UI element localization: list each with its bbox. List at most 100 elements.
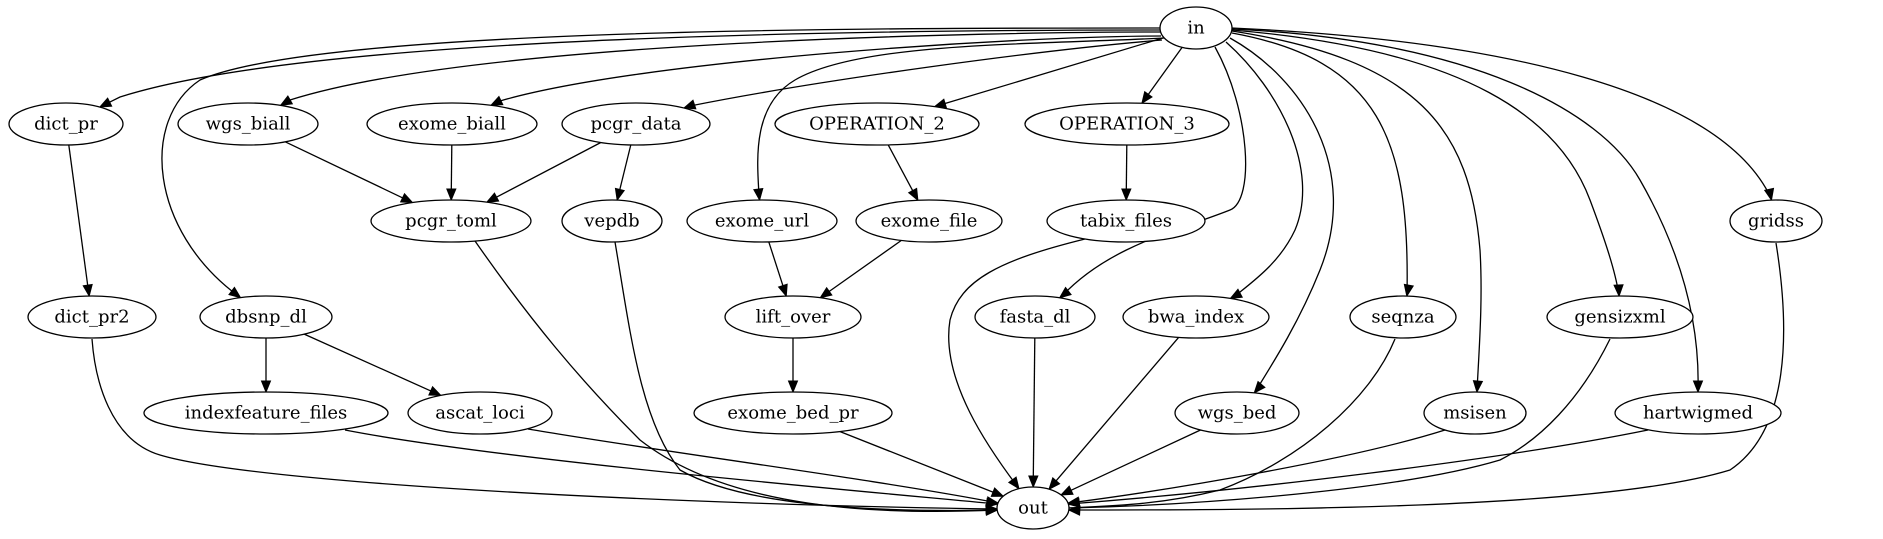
arrowhead	[489, 95, 504, 106]
arrowhead	[399, 192, 414, 204]
edge-indexfeature_files-to-out	[344, 429, 999, 509]
node-indexfeature-files[interactable]: indexfeature_files	[143, 391, 389, 435]
arrowhead	[753, 187, 764, 202]
edge-gensizxml-to-out	[1057, 338, 1611, 514]
arrowhead	[82, 283, 93, 298]
arrowhead	[990, 487, 1005, 497]
node-bwa-index[interactable]: bwa_index	[1122, 295, 1270, 339]
node-label: exome_bed_pr	[727, 403, 859, 424]
arrowhead	[1067, 505, 1081, 516]
arrowhead	[1141, 90, 1153, 105]
node-label: msisen	[1443, 403, 1507, 424]
node-lift-over[interactable]: lift_over	[724, 295, 862, 339]
node-msisen[interactable]: msisen	[1423, 391, 1527, 435]
edge-in-to-seqnza	[1231, 32, 1415, 298]
arrowhead	[1007, 476, 1020, 490]
node-label: exome_url	[715, 211, 810, 232]
node-label: fasta_dl	[1000, 307, 1071, 328]
node-dbsnp-dl[interactable]: dbsnp_dl	[199, 295, 333, 339]
node-label: dbsnp_dl	[225, 307, 307, 328]
node-exome-url[interactable]: exome_url	[686, 199, 838, 243]
node-label: OPERATION_3	[1059, 114, 1195, 135]
node-operation-2[interactable]: OPERATION_2	[774, 102, 980, 146]
node-fasta-dl[interactable]: fasta_dl	[974, 295, 1096, 339]
edge-line	[1147, 47, 1183, 96]
arrowhead	[98, 97, 113, 108]
edge-line	[839, 430, 995, 494]
edge-line	[1059, 338, 1611, 509]
node-shape	[1159, 6, 1233, 50]
node-out[interactable]: out	[996, 486, 1070, 530]
edge-line	[1068, 242, 1785, 512]
arrowhead	[985, 505, 999, 516]
arrowhead	[1229, 288, 1244, 300]
arrowhead	[614, 187, 626, 202]
node-in[interactable]: in	[1159, 6, 1233, 50]
node-shape	[27, 295, 157, 339]
edge-in-to-wgs_biall	[279, 31, 1161, 107]
edge-in-to-fasta_dl	[1058, 46, 1247, 299]
node-label: tabix_files	[1080, 211, 1172, 232]
edge-line	[1068, 429, 1649, 505]
node-shape	[693, 391, 893, 435]
node-pcgr-toml[interactable]: pcgr_toml	[370, 199, 532, 243]
node-dict-pr[interactable]: dict_pr	[8, 102, 124, 146]
arrowhead	[1058, 286, 1072, 299]
edge-line	[1055, 336, 1180, 483]
node-label: out	[1018, 498, 1048, 519]
node-dict-pr2[interactable]: dict_pr2	[27, 295, 157, 339]
node-exome-bed-pr[interactable]: exome_bed_pr	[693, 391, 893, 435]
node-wgs-bed[interactable]: wgs_bed	[1174, 391, 1300, 435]
arrowhead	[279, 95, 294, 107]
edge-dict_pr-to-dict_pr2	[68, 144, 93, 298]
edge-line	[1231, 30, 1482, 392]
nodes-layer: in dict_pr wgs_biall exome_biall pcgr_data OP…	[8, 6, 1823, 530]
node-vepdb[interactable]: vepdb	[561, 199, 663, 243]
edge-line	[303, 333, 432, 392]
node-shape	[1423, 391, 1527, 435]
edge-line	[474, 240, 998, 513]
node-label: exome_file	[881, 211, 978, 232]
node-pcgr-data[interactable]: pcgr_data	[561, 102, 711, 146]
node-label: lift_over	[756, 307, 831, 328]
node-ascat-loci[interactable]: ascat_loci	[407, 391, 553, 435]
edge-line	[495, 141, 602, 199]
node-exome-file[interactable]: exome_file	[855, 199, 1003, 243]
edge-line	[1229, 37, 1335, 393]
edge-OPERATION_3-to-tabix_files	[1121, 144, 1132, 202]
node-shape	[366, 102, 538, 146]
edge-in-to-OPERATION_2	[933, 36, 1165, 109]
edge-in-to-bwa_index	[1225, 41, 1304, 300]
edge-in-to-gensizxml	[1231, 29, 1624, 298]
edge-line	[344, 429, 998, 505]
edge-line	[1231, 27, 1772, 199]
node-gensizxml[interactable]: gensizxml	[1546, 295, 1694, 339]
node-label: indexfeature_files	[185, 403, 347, 424]
edge-wgs_biall-to-pcgr_toml	[284, 141, 414, 204]
edge-vepdb-to-out	[614, 241, 999, 516]
node-operation-3[interactable]: OPERATION_3	[1024, 102, 1230, 146]
node-hartwigmed[interactable]: hartwigmed	[1614, 391, 1782, 435]
node-label: vepdb	[583, 211, 639, 232]
edge-msisen-to-out	[1066, 429, 1446, 507]
arrowhead	[1121, 188, 1132, 202]
edge-line	[614, 241, 998, 512]
edge-in-to-exome_biall	[489, 35, 1162, 106]
edge-line	[618, 144, 632, 191]
edge-line	[768, 241, 784, 287]
edge-in-to-OPERATION_3	[1141, 47, 1183, 105]
node-wgs-biall[interactable]: wgs_biall	[177, 102, 319, 146]
node-tabix-files[interactable]: tabix_files	[1046, 199, 1206, 243]
node-label: ascat_loci	[435, 403, 525, 424]
node-seqnza[interactable]: seqnza	[1349, 295, 1457, 339]
node-gridss[interactable]: gridss	[1729, 199, 1823, 243]
arrowhead	[907, 187, 919, 202]
arrowhead	[1048, 477, 1061, 491]
node-label: OPERATION_2	[809, 114, 945, 135]
node-shape	[1349, 295, 1457, 339]
edge-line	[68, 144, 89, 287]
edge-line	[944, 36, 1165, 105]
arrowhead	[428, 385, 442, 396]
node-shape	[996, 486, 1070, 530]
node-exome-biall[interactable]: exome_biall	[366, 102, 538, 146]
